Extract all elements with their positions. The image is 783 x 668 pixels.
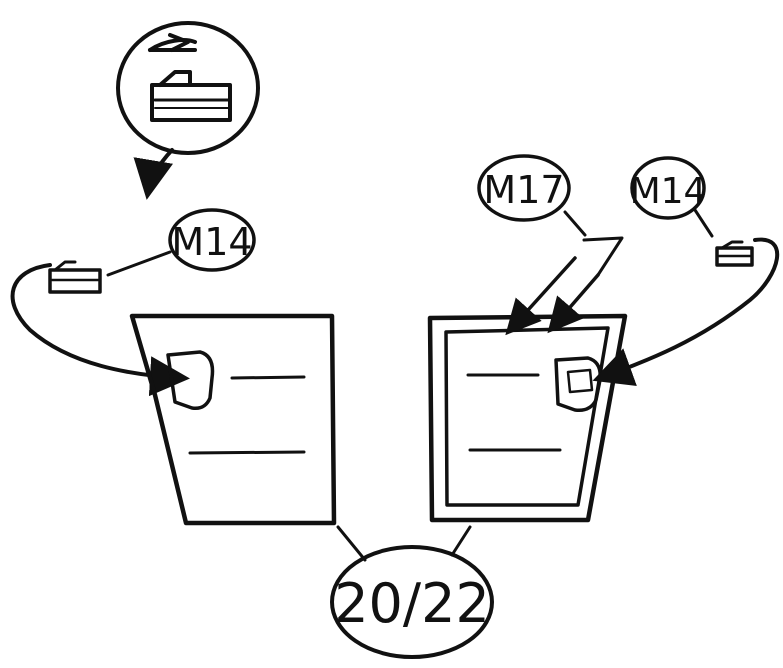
arrow-right-clip-to-door [592, 237, 780, 386]
left-door-panel [129, 313, 337, 526]
arrow-left-clip-to-door [10, 263, 190, 397]
clip-detail-icon [150, 70, 232, 122]
m17-callout: M17 [477, 154, 624, 336]
m17-label: M17 [483, 168, 564, 212]
page-number-callout: 20/22 [330, 525, 494, 659]
detail-callout [116, 21, 260, 200]
right-door-panel [427, 313, 628, 523]
clip-right-icon [715, 240, 754, 267]
m14-left-callout: M14 [106, 208, 256, 277]
clip-left-icon [48, 260, 102, 294]
rotate-arrow-icon [148, 33, 197, 52]
m14-left-label: M14 [171, 220, 252, 264]
m14-right-label: M14 [630, 171, 707, 212]
m14-right-callout: M14 [630, 156, 714, 238]
page-number: 20/22 [334, 572, 490, 635]
